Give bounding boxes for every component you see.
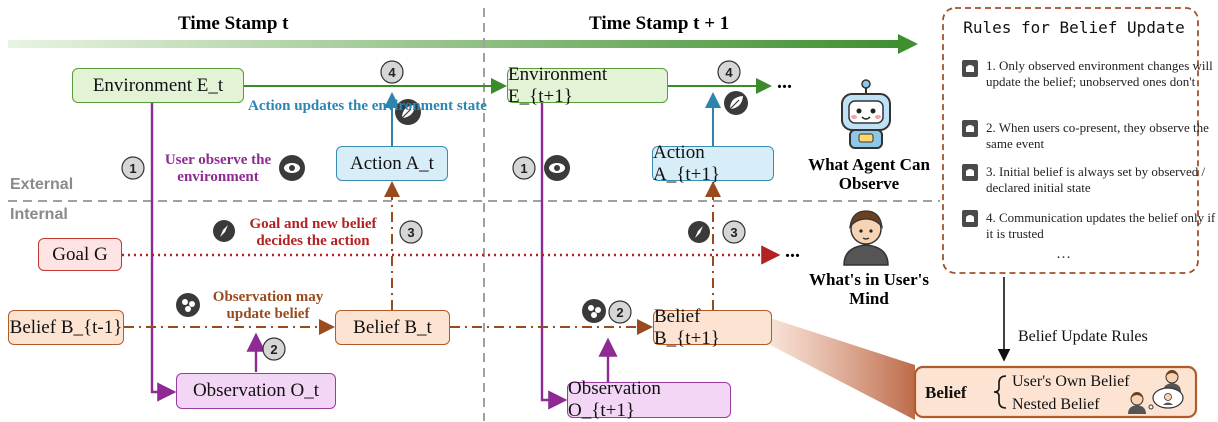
step-number: 4 bbox=[388, 65, 396, 80]
rules-title: Rules for Belief Update bbox=[963, 18, 1185, 37]
step-circle-1-b: 1 bbox=[512, 156, 536, 180]
user-icon bbox=[1128, 392, 1146, 414]
leaf-icon bbox=[724, 91, 748, 115]
belief-update-rules-label: Belief Update Rules bbox=[1018, 328, 1148, 345]
step-circle-1-a: 1 bbox=[121, 156, 145, 180]
step-circle-3-a: 3 bbox=[399, 220, 423, 244]
rule-text: 3. Initial belief is always set by obser… bbox=[986, 164, 1206, 195]
node-observation-t: Observation O_t bbox=[176, 373, 336, 409]
timestamp-t: Time Stamp t bbox=[178, 13, 289, 34]
belief-types-heading: Belief bbox=[925, 383, 967, 402]
step-circle-2-a: 2 bbox=[262, 337, 286, 361]
section-external: External bbox=[10, 176, 74, 193]
node-belief-t: Belief B_t bbox=[335, 310, 450, 345]
node-environment-t: Environment E_t bbox=[72, 68, 244, 103]
eye-icon bbox=[544, 155, 570, 181]
step-number: 1 bbox=[520, 161, 527, 176]
arrow-env-t-to-obs-t bbox=[150, 100, 177, 402]
belief-types-box bbox=[913, 365, 1198, 419]
annotation-observation-may-update: Observation may update belief bbox=[212, 289, 324, 322]
bell-icon bbox=[962, 120, 978, 137]
step-number: 2 bbox=[270, 342, 277, 357]
rule-text: 1. Only observed environment changes wil… bbox=[986, 58, 1213, 89]
ellipsis-env: ... bbox=[777, 71, 792, 93]
step-number: 4 bbox=[725, 65, 733, 80]
step-circle-2-b: 2 bbox=[608, 300, 632, 324]
thought-icon bbox=[582, 299, 606, 323]
zoom-wedge bbox=[770, 318, 915, 420]
timeline-arrow bbox=[8, 34, 918, 54]
node-action-t1: Action A_{t+1} bbox=[652, 142, 774, 185]
annotation-action-updates: Action updates the environment state bbox=[248, 98, 487, 114]
arrow-env-t1-to-obs-t1 bbox=[540, 100, 568, 410]
rules-box bbox=[942, 7, 1199, 274]
rule-text: 2. When users co-present, they observe t… bbox=[986, 120, 1209, 151]
node-observation-t1: Observation O_{t+1} bbox=[567, 378, 731, 421]
leaf-icon bbox=[395, 99, 421, 125]
bell-icon bbox=[962, 60, 978, 77]
step-number: 1 bbox=[129, 161, 136, 176]
user-icon bbox=[843, 210, 889, 266]
agent-observe-label: What Agent Can Observe bbox=[808, 155, 930, 193]
step-circle-4-b: 4 bbox=[717, 60, 741, 84]
eye-icon bbox=[279, 155, 305, 181]
thought-icon bbox=[176, 293, 200, 317]
rules-more: … bbox=[1056, 246, 1071, 262]
user-mind-label: What's in User's Mind bbox=[809, 270, 929, 308]
belief-type-nested: Nested Belief bbox=[1012, 396, 1100, 413]
robot-icon bbox=[841, 79, 891, 149]
annotation-goal-decides: Goal and new belief decides the action bbox=[249, 216, 377, 249]
node-action-t: Action A_t bbox=[336, 146, 448, 181]
step-number: 3 bbox=[730, 225, 737, 240]
step-circle-4-a: 4 bbox=[380, 60, 404, 84]
compass-icon bbox=[688, 221, 710, 243]
compass-icon bbox=[213, 220, 235, 242]
step-number: 3 bbox=[407, 225, 414, 240]
timestamp-t1: Time Stamp t + 1 bbox=[589, 13, 730, 34]
node-belief-prev: Belief B_{t-1} bbox=[8, 310, 124, 345]
step-number: 2 bbox=[616, 305, 623, 320]
ellipsis-goal: ... bbox=[785, 240, 800, 262]
node-belief-t1: Belief B_{t+1} bbox=[653, 306, 772, 349]
brace bbox=[993, 375, 1007, 409]
bell-icon bbox=[962, 210, 978, 227]
thought-bubble-icon bbox=[1148, 387, 1184, 410]
rule-text: 4. Communication updates the belief only… bbox=[986, 210, 1216, 241]
step-circle-3-b: 3 bbox=[722, 220, 746, 244]
node-environment-t1: Environment E_{t+1} bbox=[507, 64, 668, 107]
belief-type-own: User's Own Belief bbox=[1012, 373, 1130, 390]
annotation-user-observe: User observe the environment bbox=[164, 152, 272, 185]
bell-icon bbox=[962, 164, 978, 181]
section-internal: Internal bbox=[10, 206, 68, 223]
node-goal: Goal G bbox=[38, 238, 122, 271]
